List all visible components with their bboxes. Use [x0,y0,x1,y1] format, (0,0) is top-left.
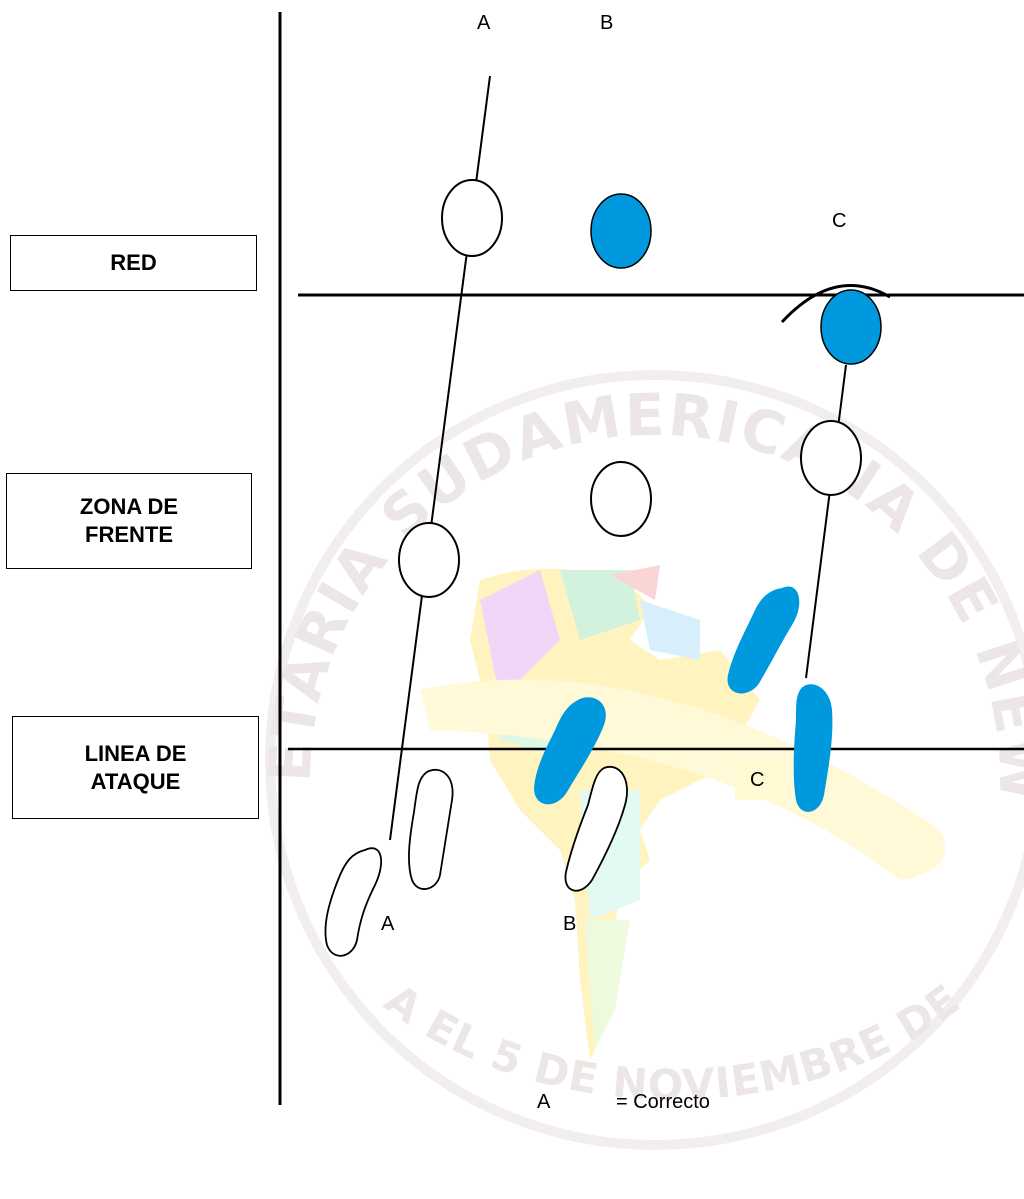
footprint-b-outline [564,765,628,892]
watermark-ring [265,370,1024,1150]
top-label-b: B [600,12,613,34]
footprint-b-blue [534,697,606,805]
ball-a-upper [441,179,503,257]
watermark-continent-logo [420,565,945,1060]
ball-c-lower [800,420,862,496]
ball-b-upper [590,193,652,269]
foot-label-b: B [563,913,576,935]
trajectory-c [805,364,847,679]
legend-key: A [537,1091,551,1113]
watermark-seal: SECRETARIA SUDAMERICANA DE NEWCOM CREADA… [0,0,1024,1150]
ball-a-lower [398,522,460,598]
label-c-lower: C [750,769,764,791]
label-linea-de-ataque: LINEA DE ATAQUE [12,716,259,819]
label-c-upper: C [832,210,846,232]
net-contact-arc [780,284,891,324]
ball-b-lower [590,461,652,537]
footprint-a-right [408,769,454,890]
ball-c-net [820,289,882,365]
label-red: RED [10,235,257,291]
footprint-c-right-blue [793,684,833,812]
legend-text: = Correcto [616,1091,710,1113]
footprint-c-left-blue [727,586,800,694]
label-zona-de-frente: ZONA DE FRENTE [6,473,252,569]
footprint-a-left [324,847,382,957]
foot-label-a: A [381,913,395,935]
top-label-a: A [477,12,491,34]
